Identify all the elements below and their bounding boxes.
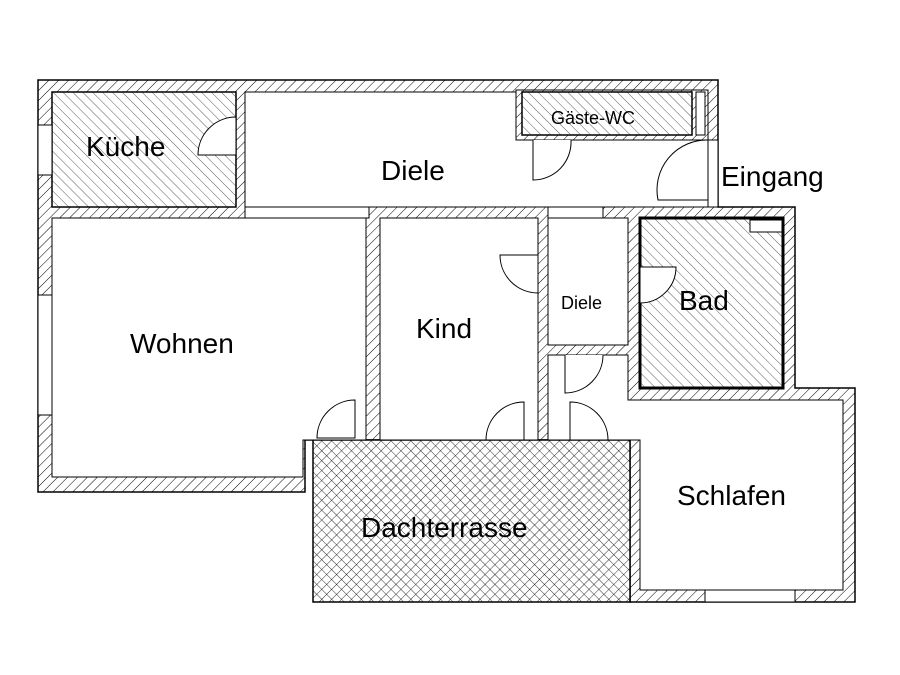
door-eingang (656, 139, 709, 201)
door-bad (639, 266, 677, 304)
label-bad: Bad (679, 285, 729, 316)
door-schlafen (569, 401, 609, 441)
door-kind (485, 401, 525, 441)
bad-room (638, 216, 785, 390)
label-gaeste-wc: Gäste-WC (551, 108, 635, 128)
label-dachterrasse: Dachterrasse (361, 512, 528, 543)
window (37, 124, 53, 176)
door-hall (564, 354, 604, 394)
label-wohnen: Wohnen (130, 328, 234, 359)
door-gaeste-wc (532, 139, 572, 181)
opening (707, 139, 719, 208)
gaeste-wc-room (521, 91, 693, 136)
window (704, 589, 796, 603)
bad-shaft (749, 219, 783, 233)
label-eingang: Eingang (721, 161, 824, 192)
door-kueche (197, 116, 237, 156)
door-wohnen (316, 399, 356, 439)
label-diele-small: Diele (561, 293, 602, 313)
opening (547, 206, 604, 219)
dachterrasse-area (312, 439, 631, 603)
door-kind-side (499, 254, 539, 294)
wc-window (695, 91, 706, 136)
label-kueche: Küche (86, 131, 165, 162)
opening (244, 206, 370, 219)
diele-small-room (547, 217, 629, 346)
label-kind: Kind (416, 313, 472, 344)
window (37, 294, 53, 416)
label-schlafen: Schlafen (677, 480, 786, 511)
label-diele-main: Diele (381, 155, 445, 186)
